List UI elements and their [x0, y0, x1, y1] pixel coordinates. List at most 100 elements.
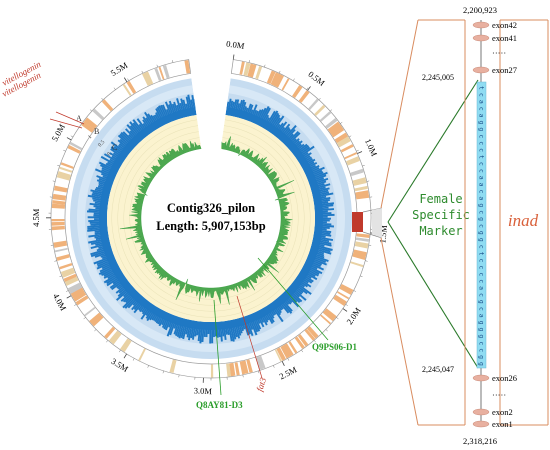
- depth-bar: [235, 99, 240, 111]
- depth-bar: [90, 244, 104, 250]
- depth-bar: [145, 117, 152, 126]
- marker-text-2: Specific: [412, 208, 470, 222]
- depth-bar: [318, 187, 330, 192]
- sequence-base: c: [478, 272, 486, 276]
- depth-bar: [156, 106, 164, 119]
- exon-shape: [472, 420, 490, 428]
- depth-bar: [321, 221, 327, 224]
- depth-bar: [309, 268, 320, 275]
- depth-bar: [308, 161, 315, 166]
- depth-bar: [98, 177, 107, 183]
- axis-minor-tick: [141, 70, 144, 74]
- depth-bar: [145, 309, 151, 316]
- exon-label: ·····: [492, 48, 506, 58]
- ideogram-band: [67, 282, 83, 294]
- depth-bar: [315, 177, 329, 184]
- ideogram-band: [184, 60, 191, 74]
- depth-bar: [90, 223, 101, 226]
- depth-bar: [221, 328, 225, 337]
- depth-bar: [125, 128, 135, 139]
- sequence-base: g: [478, 127, 486, 131]
- depth-bar: [312, 166, 325, 174]
- depth-bar: [319, 195, 327, 199]
- depth-bar: [118, 143, 126, 149]
- depth-bar: [228, 327, 233, 342]
- ideogram-band: [314, 104, 326, 116]
- ideogram-band: [266, 70, 276, 85]
- depth-bar: [320, 236, 334, 241]
- depth-bar: [285, 298, 292, 305]
- depth-bar: [132, 119, 143, 132]
- depth-bar: [94, 230, 101, 233]
- depth-bar: [309, 162, 318, 168]
- axis-minor-tick: [172, 60, 174, 63]
- depth-bar: [312, 260, 323, 266]
- sequence-base: a: [478, 196, 486, 200]
- depth-bar: [123, 291, 130, 298]
- ideogram-band: [308, 98, 319, 111]
- ideogram-band: [104, 326, 116, 339]
- ideogram-band: [51, 221, 65, 226]
- depth-bar: [223, 328, 227, 340]
- fat3-label: fat3: [254, 376, 268, 393]
- depth-bar: [318, 189, 329, 194]
- marker-sequence-text: tcacaggccctccaacagcgcggctccccacgcagggccg…: [478, 86, 486, 366]
- depth-bar: [109, 152, 119, 159]
- depth-bar: [291, 138, 297, 144]
- sequence-base: c: [478, 265, 486, 269]
- depth-bar: [317, 183, 331, 189]
- ideogram-band: [120, 338, 132, 353]
- depth-bar: [152, 314, 158, 322]
- axis-minor-tick: [83, 317, 86, 320]
- depth-bar: [87, 225, 101, 228]
- depth-bar: [144, 111, 153, 125]
- depth-bar: [173, 323, 177, 329]
- depth-bar: [256, 109, 262, 118]
- depth-bar: [196, 328, 200, 336]
- axis-minor-tick: [59, 275, 62, 277]
- depth-bar: [182, 99, 187, 111]
- depth-bar: [228, 98, 232, 109]
- depth-bar: [145, 310, 152, 319]
- depth-bar: [240, 324, 244, 332]
- depth-bar: [315, 177, 325, 182]
- depth-bar: [307, 158, 316, 165]
- fat3-leader: [236, 295, 263, 379]
- depth-bar: [288, 133, 294, 140]
- depth-bar: [87, 226, 101, 230]
- depth-bar: [321, 215, 328, 218]
- depth-bar: [138, 304, 144, 311]
- depth-bar: [321, 224, 335, 228]
- depth-bar: [260, 316, 265, 323]
- depth-bar: [96, 179, 106, 184]
- ideogram-band: [126, 80, 137, 94]
- depth-bar: [264, 114, 270, 122]
- ideogram-band: [243, 62, 251, 77]
- depth-bar: [225, 327, 228, 335]
- depth-bar: [320, 201, 329, 204]
- sequence-base: c: [478, 148, 486, 152]
- depth-bar: [281, 302, 293, 314]
- depth-bar: [270, 112, 280, 126]
- sequence-base: g: [478, 231, 486, 235]
- depth-bar: [146, 311, 154, 322]
- depth-bar: [283, 301, 293, 312]
- axis-minor-tick: [318, 97, 321, 101]
- depth-bar: [179, 102, 184, 111]
- ideogram-band: [158, 66, 165, 80]
- depth-bar: [237, 325, 242, 336]
- depth-bar: [88, 238, 103, 244]
- q8ay81-label: Q8AY81-D3: [196, 400, 243, 410]
- ideogram-band: [340, 144, 354, 153]
- axis-minor-tick: [101, 97, 104, 101]
- depth-bar: [258, 317, 265, 328]
- ideogram-band: [354, 241, 369, 249]
- depth-bar: [318, 245, 333, 251]
- depth-bar: [280, 303, 290, 314]
- ideogram-band: [239, 361, 245, 375]
- depth-bar: [321, 206, 329, 210]
- depth-bar: [103, 274, 117, 284]
- depth-bar: [261, 316, 268, 326]
- depth-bar: [94, 201, 102, 205]
- depth-bar: [100, 254, 107, 258]
